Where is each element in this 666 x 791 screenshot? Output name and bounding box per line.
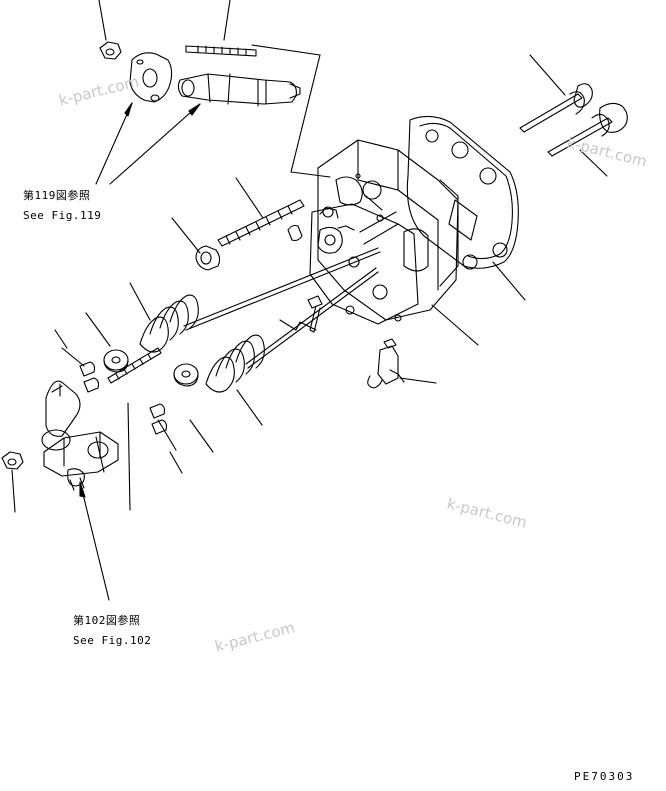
head-bolt <box>195 199 305 271</box>
push-rod-lower <box>245 267 379 369</box>
nut-top <box>99 41 122 60</box>
injector-clamp <box>129 52 173 103</box>
injector <box>177 73 301 107</box>
valve-lower <box>547 102 628 157</box>
valve-keepers-lower <box>149 403 177 451</box>
rocker-stud <box>107 347 162 384</box>
valve-spring-upper <box>139 294 199 353</box>
fig119-ref-en: See Fig.119 <box>23 209 102 222</box>
dowel-pins <box>307 295 323 333</box>
fig119-ref-jp: 第119図参照 <box>23 189 91 202</box>
head-gasket <box>406 115 519 270</box>
injector-stud <box>185 45 257 57</box>
drawing-code: PE70303 <box>574 770 635 783</box>
spring-retainer-upper <box>103 349 129 373</box>
valve-upper <box>519 83 593 133</box>
cylinder-head <box>309 139 459 325</box>
valve-spring-lower <box>205 334 265 393</box>
fig102-ref-jp: 第102図参照 <box>73 614 141 627</box>
valve-keepers-upper <box>61 347 100 393</box>
fitting <box>367 338 405 389</box>
rocker-arm-assembly <box>41 380 119 491</box>
rocker-nut <box>1 451 24 470</box>
fig102-ref-en: See Fig.102 <box>73 634 152 647</box>
push-rod-upper <box>183 247 381 331</box>
spring-retainer-lower <box>173 363 199 387</box>
